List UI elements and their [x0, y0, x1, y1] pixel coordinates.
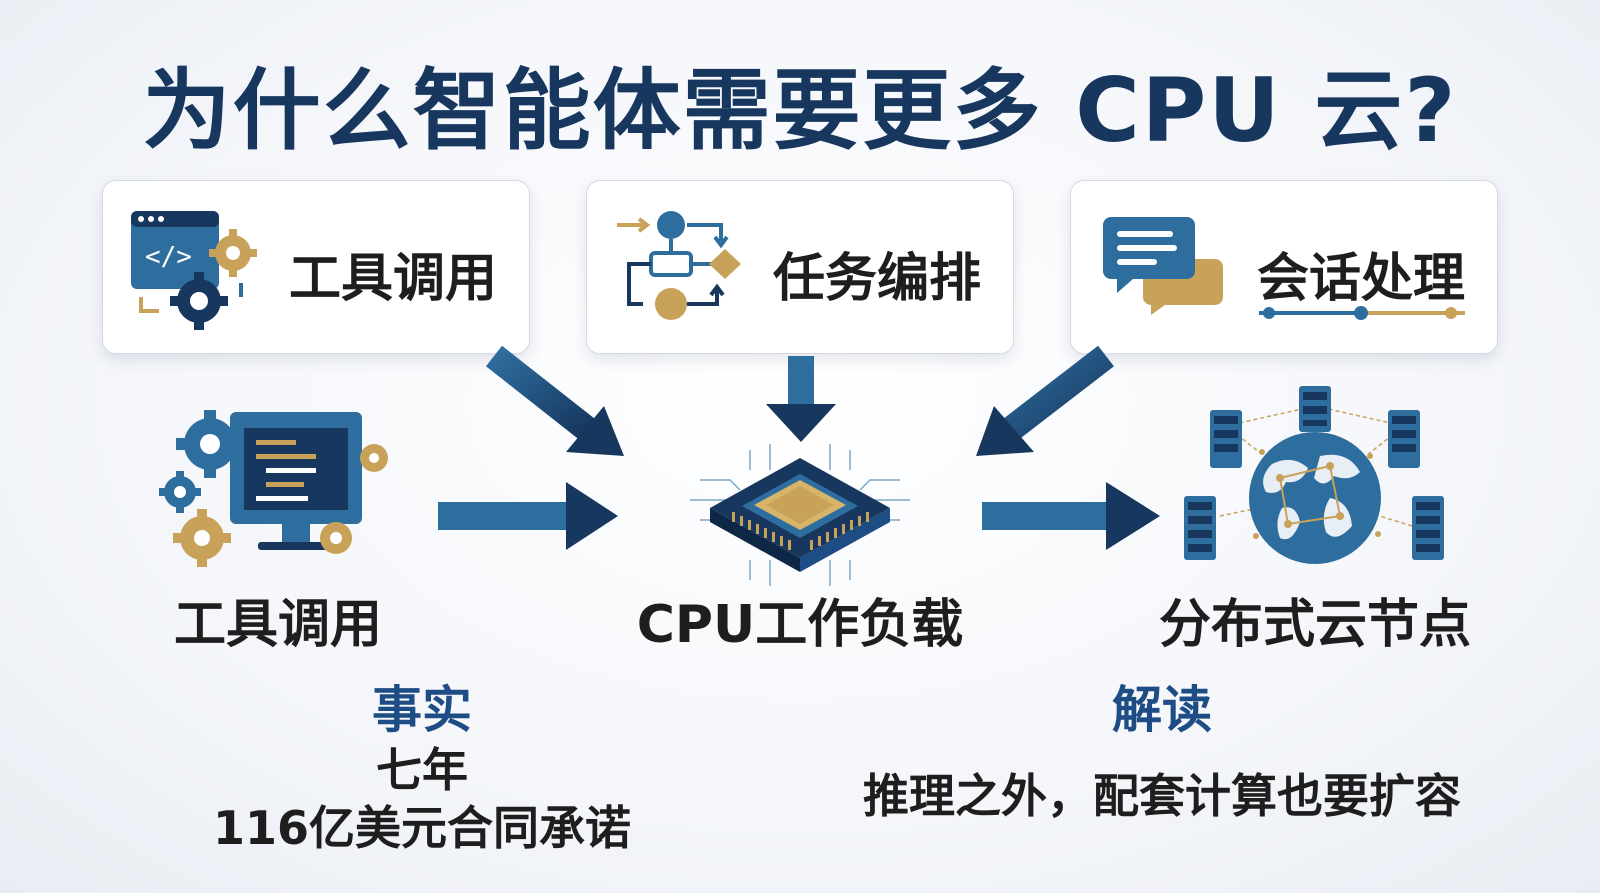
server-rack-icon: [1388, 410, 1420, 468]
card-tool-calling: </> 工具调用: [102, 180, 530, 354]
computer-code-gears-icon: [159, 410, 388, 567]
globe-servers-network-icon: [1184, 386, 1444, 564]
server-rack-icon: [1184, 496, 1216, 560]
card-label-tool-calling: 工具调用: [289, 249, 498, 309]
workflow-flowchart-icon: [617, 211, 741, 320]
interpretation-heading: 解读: [1112, 681, 1212, 739]
node-label-right: 分布式云节点: [1158, 595, 1471, 655]
facts-line-contract: 116亿美元合同承诺: [212, 801, 632, 855]
server-rack-icon: [1210, 410, 1242, 468]
chat-bubbles-icon: [1103, 217, 1223, 315]
facts-line-duration: 七年: [376, 743, 468, 797]
interpretation-line: 推理之外，配套计算也要扩容: [863, 769, 1461, 823]
cpu-chip-icon: [690, 444, 910, 586]
arrow-left-to-cpu: [438, 482, 618, 550]
card-session-handling: 会话处理: [1070, 180, 1498, 354]
code-window-gears-icon: </>: [131, 211, 257, 330]
page-title: 为什么智能体需要更多 CPU 云?: [142, 59, 1458, 162]
card-task-orchestration: 任务编排: [586, 180, 1014, 354]
arrow-card1-to-cpu: [485, 345, 624, 456]
server-rack-icon: [1412, 496, 1444, 560]
server-rack-icon: [1299, 386, 1331, 432]
arrow-card3-to-cpu: [976, 345, 1114, 456]
arrow-card2-to-cpu: [766, 356, 836, 442]
arrow-cpu-to-right: [982, 482, 1160, 550]
node-label-center: CPU工作负载: [636, 595, 964, 655]
svg-text:</>: </>: [145, 242, 192, 272]
facts-heading: 事实: [372, 681, 472, 739]
card-label-task-orchestration: 任务编排: [773, 249, 982, 309]
timeline-decoration: [1259, 306, 1465, 320]
card-label-session-handling: 会话处理: [1257, 249, 1466, 309]
node-label-left: 工具调用: [173, 595, 382, 655]
